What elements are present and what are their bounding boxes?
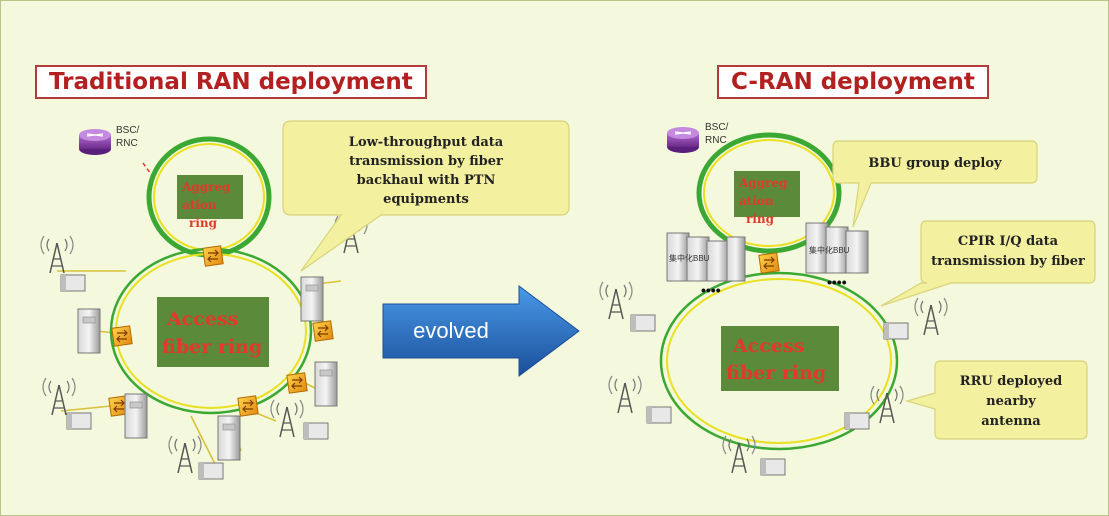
right-callout-cpri-line2: transmission by fiber	[931, 254, 1085, 269]
right-access-label-box	[721, 326, 839, 391]
right-antenna-icon	[870, 385, 904, 424]
right-title: C-RAN deployment	[717, 65, 989, 99]
right-callout-bbu	[832, 140, 1038, 228]
left-callout-line2: transmission by fiber	[349, 154, 503, 169]
right-aggregation-ring-inner	[703, 139, 835, 247]
right-router-icon	[666, 126, 700, 154]
right-antenna-icon	[608, 375, 642, 414]
right-callout-rru-line3: antenna	[981, 414, 1041, 429]
left-access-line2: fiber ring	[162, 336, 262, 358]
right-dots-left: ••••	[701, 282, 721, 298]
left-access-label-box	[157, 297, 269, 367]
left-rru-icon	[60, 274, 86, 292]
left-bsc-line2: RNC	[116, 138, 138, 149]
left-switch-icon	[312, 320, 334, 342]
left-antenna-icon	[270, 399, 304, 438]
left-rru-icon	[198, 462, 224, 480]
right-rru-icon	[760, 458, 786, 476]
evolved-label: evolved	[413, 318, 489, 343]
right-rru-icon	[883, 322, 909, 340]
left-callout-line1: Low-throughput data	[349, 135, 504, 150]
left-bbu-cabinet-icon	[77, 308, 101, 354]
right-dots-right: ••••	[827, 274, 847, 290]
left-bbu-cabinet-icon	[314, 361, 338, 407]
left-switch-icon	[286, 372, 308, 394]
right-access-line1: Access	[732, 335, 804, 357]
left-antenna-icon	[40, 235, 74, 274]
right-callout-rru	[904, 360, 1088, 440]
right-switch-icon	[758, 252, 780, 274]
left-title: Traditional RAN deployment	[35, 65, 427, 99]
left-aggregation-line2: ation	[182, 198, 217, 212]
right-antenna-icon	[914, 297, 948, 336]
left-rru-icon	[303, 422, 329, 440]
right-rru-icon	[844, 412, 870, 430]
evolved-arrow: evolved	[382, 285, 580, 377]
right-access-ring	[659, 271, 899, 451]
right-callout-rru-line2: nearby	[986, 394, 1036, 409]
left-rru-icon	[66, 412, 92, 430]
right-callout-cpri-line1: CPIR I/Q data	[958, 234, 1059, 249]
left-antenna-icon	[168, 435, 202, 474]
left-callout-line4: equipments	[383, 192, 469, 207]
right-rru-icon	[630, 314, 656, 332]
right-access-line2: fiber ring	[726, 362, 826, 384]
left-callout	[282, 120, 570, 272]
right-bbu-pool-left: 集中化BBU	[666, 232, 746, 282]
right-diagram: Aggreg ation ring Access fiber ring BSC/…	[599, 122, 1096, 476]
right-antenna-icon	[599, 281, 633, 320]
left-switch-icon	[202, 245, 224, 267]
right-rru-icon	[646, 406, 672, 424]
left-router-icon	[78, 128, 112, 156]
left-access-line1: Access	[166, 308, 238, 330]
right-aggregation-line1: Aggreg	[738, 176, 788, 190]
right-callout-bbu-text: BBU group deploy	[868, 156, 1002, 171]
right-bbu-pool-label: 集中化BBU	[809, 245, 850, 255]
right-bbu-pool-right: 集中化BBU	[805, 222, 869, 274]
left-bbu-cabinet-icon	[300, 276, 324, 322]
right-callout-rru-line1: RRU deployed	[960, 374, 1062, 389]
left-aggregation-line1: Aggreg	[181, 180, 231, 194]
left-diagram: Aggreg ation ring Access fiber ring BSC/…	[40, 120, 570, 480]
right-aggregation-line2: ation	[739, 194, 774, 208]
right-bbu-pool-label: 集中化BBU	[669, 253, 710, 263]
left-aggregation-label-box	[177, 175, 243, 219]
right-aggregation-line3: ring	[746, 212, 775, 226]
left-bbu-cabinet-icon	[217, 415, 241, 461]
right-bsc-line1: BSC/	[705, 122, 729, 133]
right-access-ring-inner	[666, 278, 892, 444]
left-switch-icon	[237, 395, 259, 417]
right-bsc-line2: RNC	[705, 135, 727, 146]
left-callout-line3: backhaul with PTN	[357, 173, 496, 188]
left-switch-icon	[111, 325, 133, 347]
right-callout-cpri	[880, 220, 1096, 307]
left-bsc-line1: BSC/	[116, 125, 140, 136]
right-aggregation-label-box	[734, 171, 800, 217]
left-bbu-cabinet-icon	[124, 393, 148, 439]
left-aggregation-line3: ring	[189, 216, 218, 230]
